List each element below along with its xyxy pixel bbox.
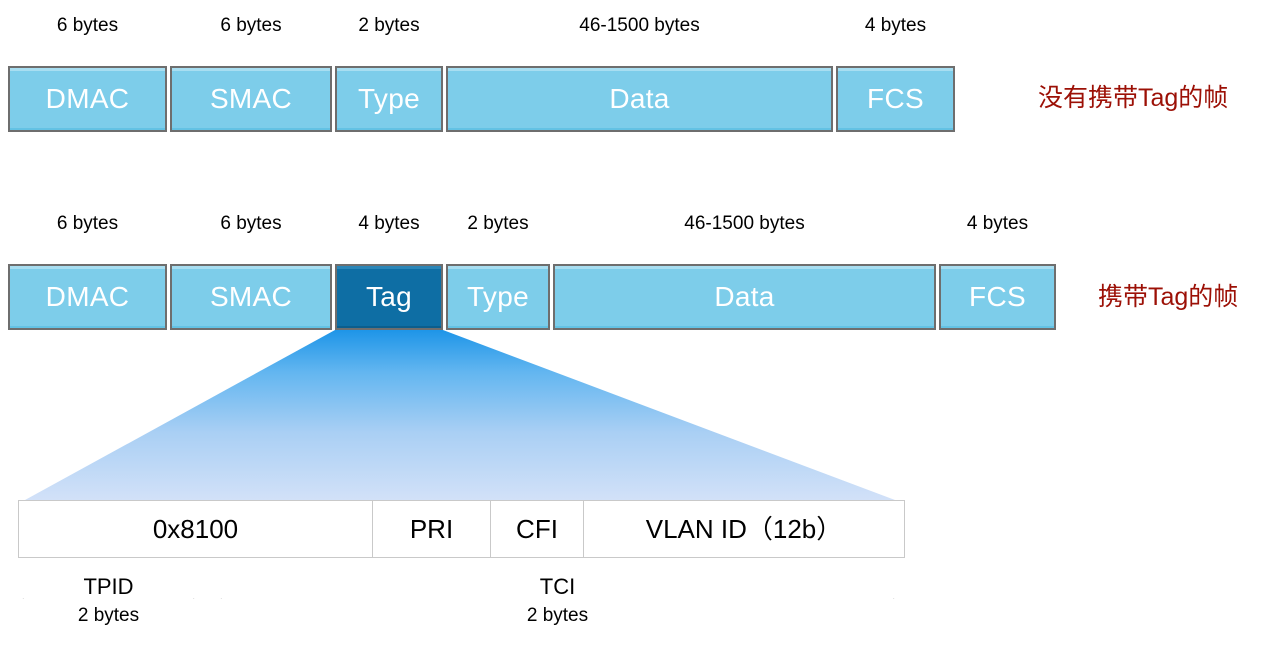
tagged-frame-note: 携带Tag的帧 <box>1098 283 1239 311</box>
byte-caption: 6 bytes <box>220 15 282 36</box>
tag-detail-cell-cfi[interactable]: CFI <box>491 501 584 557</box>
frame-field-label: Type <box>358 83 420 114</box>
frame-field-data[interactable]: Data <box>553 264 936 330</box>
tag-detail-cell-pri[interactable]: PRI <box>373 501 491 557</box>
byte-caption: 2 bytes <box>358 15 420 36</box>
measure-label: TPID <box>12 576 205 598</box>
frame-field-fcs[interactable]: FCS <box>939 264 1056 330</box>
frame-field-label: Type <box>467 281 529 312</box>
tag-detail-cell-vlanid[interactable]: VLAN ID（12b） <box>584 501 904 557</box>
byte-caption: 6 bytes <box>56 15 119 36</box>
byte-caption: 6 bytes <box>220 213 282 234</box>
tag-expansion-funnel <box>25 330 895 500</box>
byte-caption: 4 bytes <box>358 213 420 234</box>
measure-tci: TCI 2 bytes <box>210 576 905 625</box>
tag-detail-table: 0x8100 PRI CFI VLAN ID（12b） <box>18 500 905 558</box>
frame-field-label: Data <box>609 83 670 114</box>
byte-caption: 6 bytes <box>56 213 119 234</box>
frame-field-dmac[interactable]: DMAC <box>8 66 167 132</box>
frame-field-smac[interactable]: SMAC <box>170 66 332 132</box>
tag-detail-cell-label: PRI <box>409 514 454 544</box>
frame-field-type[interactable]: Type <box>446 264 550 330</box>
measure-sublabel: 2 bytes <box>77 605 140 626</box>
frame-field-label: FCS <box>867 83 924 114</box>
measure-sublabel: 2 bytes <box>526 605 589 626</box>
frame-field-label: FCS <box>969 281 1026 312</box>
frame-field-data[interactable]: Data <box>446 66 833 132</box>
tag-detail-cell-tpid[interactable]: 0x8100 <box>19 501 373 557</box>
frame-field-tag[interactable]: Tag <box>335 264 443 330</box>
tag-detail-cell-label: 0x8100 <box>152 514 239 544</box>
byte-caption: 2 bytes <box>467 213 529 234</box>
byte-caption: 4 bytes <box>864 15 927 36</box>
byte-caption: 46-1500 bytes <box>579 15 700 36</box>
frame-field-label: DMAC <box>45 83 130 114</box>
measure-tpid: TPID 2 bytes <box>12 576 205 625</box>
tag-detail-cell-label: VLAN ID（12b） <box>645 514 843 544</box>
frame-field-label: DMAC <box>45 281 130 312</box>
frame-field-label: SMAC <box>209 83 293 114</box>
frame-field-label: Tag <box>365 281 413 312</box>
frame-field-type[interactable]: Type <box>335 66 443 132</box>
measure-label: TCI <box>210 576 905 598</box>
tag-detail-cell-label: CFI <box>516 514 558 544</box>
frame-field-dmac[interactable]: DMAC <box>8 264 167 330</box>
byte-caption: 4 bytes <box>966 213 1029 234</box>
frame-field-smac[interactable]: SMAC <box>170 264 332 330</box>
byte-caption: 46-1500 bytes <box>684 213 805 234</box>
frame-field-label: SMAC <box>209 281 293 312</box>
frame-field-fcs[interactable]: FCS <box>836 66 955 132</box>
untagged-frame-note: 没有携带Tag的帧 <box>1038 84 1229 112</box>
frame-field-label: Data <box>714 281 775 312</box>
